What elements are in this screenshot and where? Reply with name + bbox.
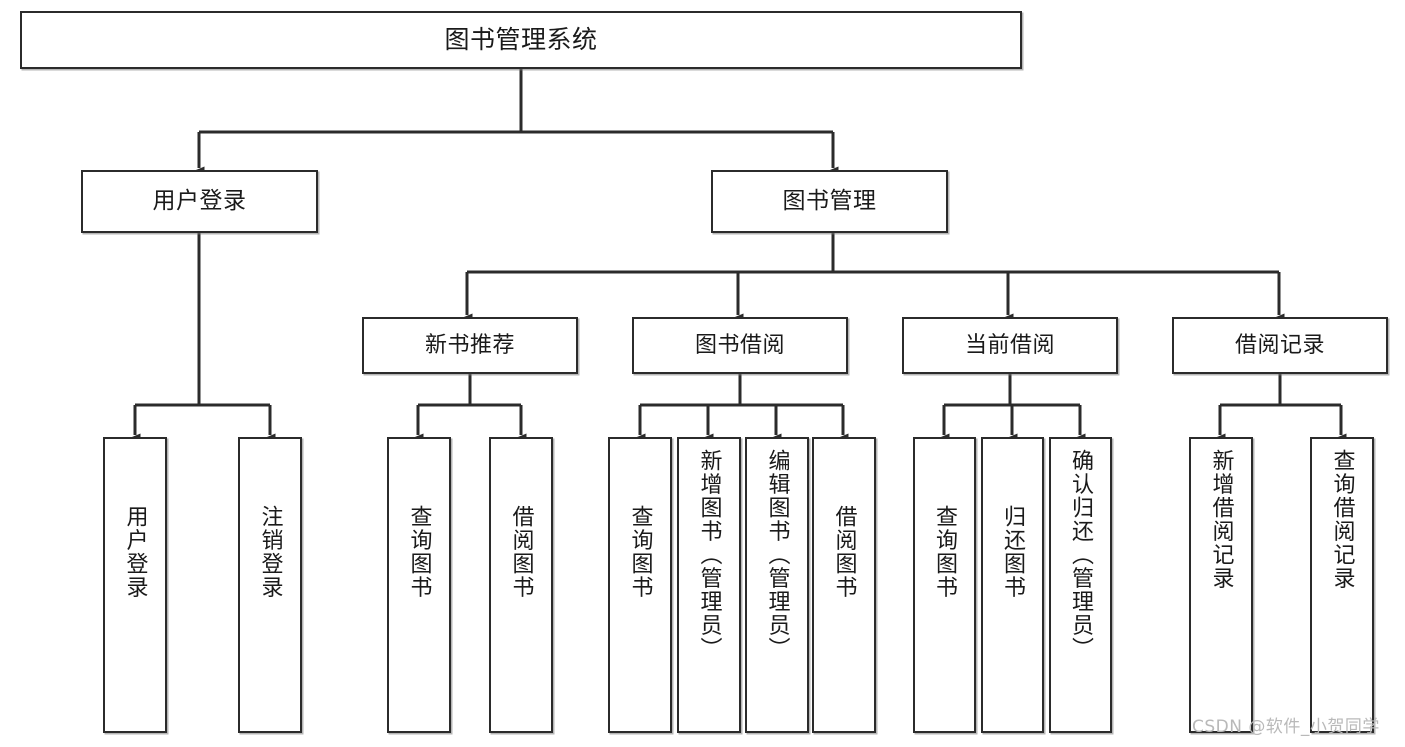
node-leaf-add-book-admin[interactable]: 新增图书（管理员） [677,437,741,733]
node-new-book-recommend[interactable]: 新书推荐 [362,317,578,374]
node-leaf-query-book-recommend[interactable]: 查询图书 [387,437,451,733]
node-label: 查询图书 [627,505,653,599]
node-label: 用户登录 [122,505,148,599]
node-current-borrow[interactable]: 当前借阅 [902,317,1118,374]
node-label: 图书借阅 [694,332,785,358]
node-label: 图书管理系统 [444,25,598,55]
node-label: 借阅图书 [831,505,857,599]
node-leaf-logout[interactable]: 注销登录 [238,437,302,733]
node-label: 查询图书 [932,505,958,599]
node-borrow-record[interactable]: 借阅记录 [1172,317,1388,374]
node-leaf-borrow-book-recommend[interactable]: 借阅图书 [489,437,553,733]
node-leaf-confirm-return-admin[interactable]: 确认归还（管理员） [1049,437,1112,733]
node-leaf-query-borrow-record[interactable]: 查询借阅记录 [1310,437,1374,733]
node-label: 查询图书 [406,505,432,599]
node-leaf-add-borrow-record[interactable]: 新增借阅记录 [1189,437,1253,733]
node-leaf-query-book-current[interactable]: 查询图书 [913,437,976,733]
node-label: 查询借阅记录 [1329,449,1355,590]
node-book-management-system[interactable]: 图书管理系统 [20,11,1022,69]
node-label: 新书推荐 [424,332,515,358]
node-leaf-return-book[interactable]: 归还图书 [981,437,1044,733]
node-label: 归还图书 [1000,505,1026,599]
node-label: 注销登录 [257,505,283,599]
node-leaf-borrow-book[interactable]: 借阅图书 [812,437,876,733]
node-label: 图书管理 [782,187,877,214]
node-leaf-user-login[interactable]: 用户登录 [103,437,167,733]
node-label: 借阅图书 [508,505,534,599]
node-book-management[interactable]: 图书管理 [711,170,948,233]
node-leaf-query-book-borrow[interactable]: 查询图书 [608,437,672,733]
node-label: 编辑图书（管理员） [764,449,790,661]
node-user-login[interactable]: 用户登录 [81,170,318,233]
node-label: 新增图书（管理员） [696,449,722,661]
node-leaf-edit-book-admin[interactable]: 编辑图书（管理员） [745,437,809,733]
node-label: 新增借阅记录 [1208,449,1234,590]
node-book-borrow[interactable]: 图书借阅 [632,317,848,374]
node-label: 当前借阅 [964,332,1055,358]
node-label: 借阅记录 [1234,332,1325,358]
node-label: 用户登录 [152,187,247,214]
node-label: 确认归还（管理员） [1068,449,1094,661]
